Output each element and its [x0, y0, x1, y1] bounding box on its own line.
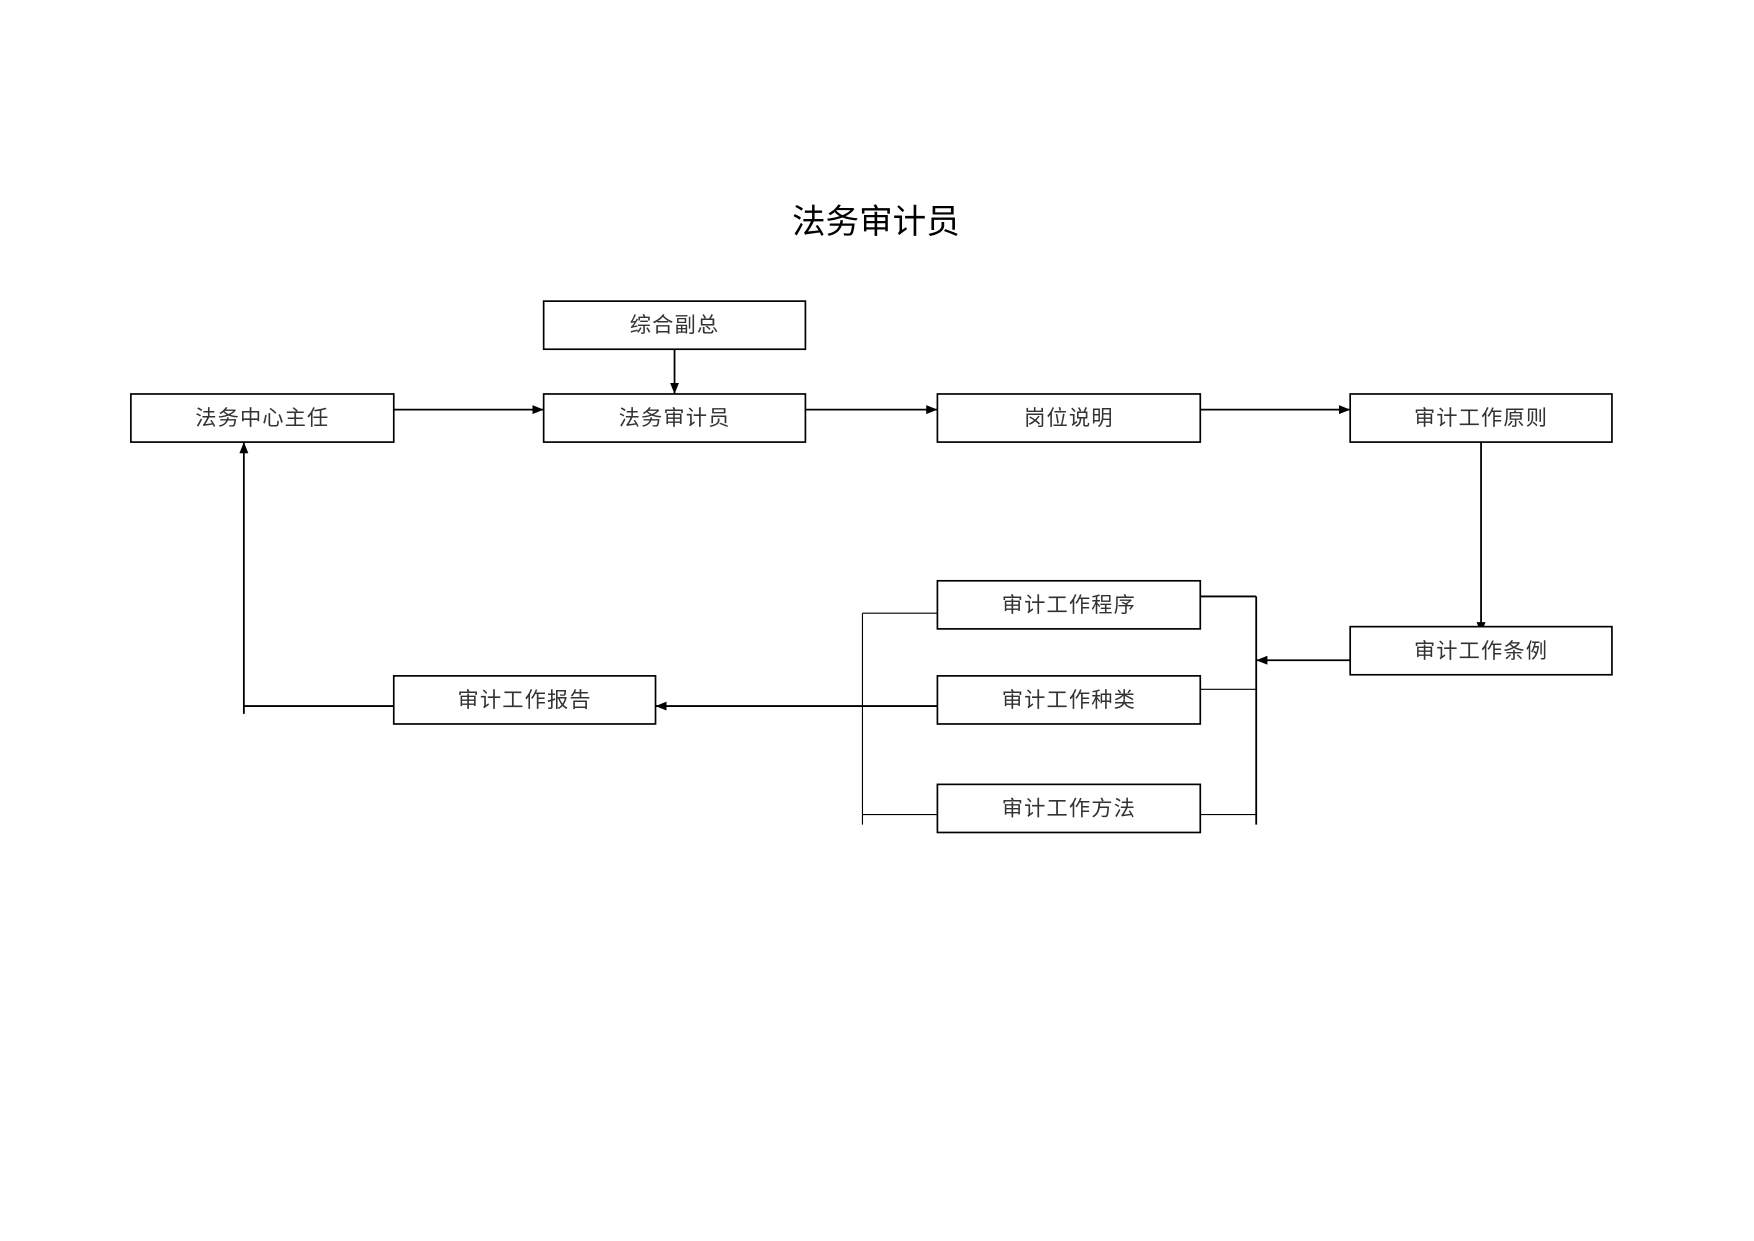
box-vice-president-border	[542, 300, 807, 351]
box-audit-regulations-border	[1349, 625, 1613, 676]
box-audit-report-label: 审计工作报告	[458, 688, 592, 713]
box-audit-methods-label: 审计工作方法	[1002, 796, 1136, 821]
box-audit-principles-border	[1349, 393, 1613, 443]
box-audit-regulations-label: 审计工作条例	[1414, 639, 1548, 664]
box-job-description-label: 岗位说明	[1024, 406, 1113, 431]
box-job-description: 岗位说明	[936, 393, 1202, 443]
box-legal-center-director-border	[130, 393, 395, 443]
box-audit-report: 审计工作报告	[392, 675, 657, 725]
box-legal-auditor: 法务审计员	[542, 393, 807, 443]
box-vice-president-label: 综合副总	[630, 313, 719, 338]
box-legal-auditor-border	[542, 393, 807, 443]
box-audit-regulations: 审计工作条例	[1349, 625, 1613, 676]
box-audit-types-label: 审计工作种类	[1002, 688, 1136, 713]
box-audit-types: 审计工作种类	[936, 675, 1202, 725]
box-audit-report-border	[392, 675, 657, 725]
box-audit-methods-border	[936, 783, 1202, 834]
box-audit-principles-label: 审计工作原则	[1414, 406, 1548, 431]
box-legal-auditor-label: 法务审计员	[619, 406, 731, 431]
box-audit-procedures-border	[936, 579, 1202, 630]
box-vice-president: 综合副总	[542, 300, 807, 351]
box-legal-center-director-label: 法务中心主任	[195, 406, 329, 431]
box-legal-center-director: 法务中心主任	[130, 393, 395, 443]
box-audit-procedures-label: 审计工作程序	[1002, 593, 1136, 618]
box-job-description-border	[936, 393, 1202, 443]
box-audit-types-border	[936, 675, 1202, 725]
page-title: 法务审计员	[792, 202, 960, 241]
box-audit-principles: 审计工作原则	[1349, 393, 1613, 443]
box-audit-procedures: 审计工作程序	[936, 579, 1202, 630]
box-audit-methods: 审计工作方法	[936, 783, 1202, 834]
